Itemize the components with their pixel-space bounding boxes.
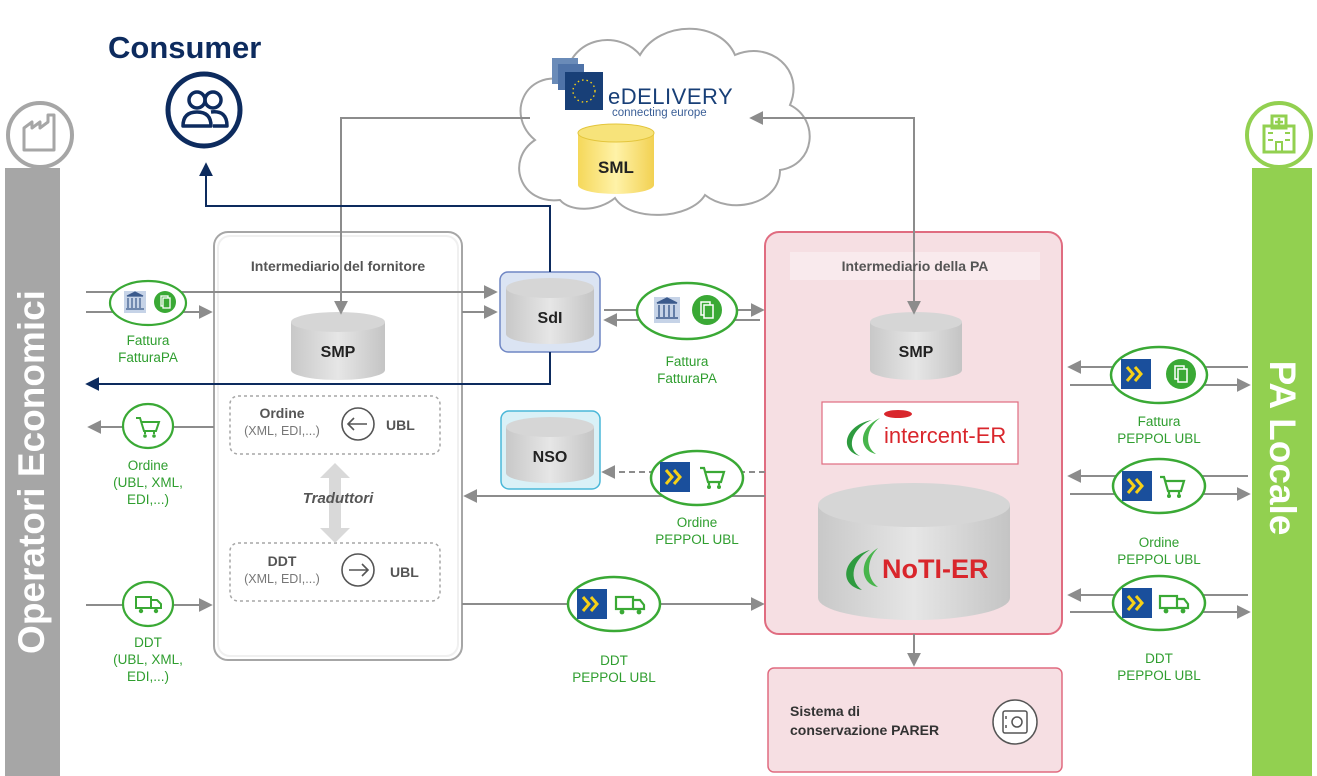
document-icon <box>1166 359 1196 389</box>
edelivery-title: eDELIVERY <box>608 84 734 109</box>
right-ordine-badge <box>1111 457 1207 515</box>
pa-smp-label: SMP <box>898 344 934 361</box>
edelivery-subtitle: connecting europe <box>612 107 707 119</box>
left-ddt-badge <box>121 580 175 628</box>
ddt-title: DDT <box>267 553 297 569</box>
truck-icon <box>1158 594 1190 614</box>
middle-ddt-badge <box>566 575 662 633</box>
middle-ddt-label: DDT PEPPOL UBL <box>572 653 656 685</box>
ordine-formats: (XML, EDI,...) <box>244 424 320 438</box>
arrow-left-icon <box>341 407 375 441</box>
pa-smp-database <box>870 312 962 380</box>
edelivery-cloud <box>518 27 811 216</box>
truck-icon <box>135 596 162 614</box>
nso-label: NSO <box>532 449 568 466</box>
middle-ordine-badge <box>649 449 745 507</box>
right-bar <box>1252 168 1312 776</box>
users-icon <box>165 71 243 149</box>
middle-ordine-label: Ordine PEPPOL UBL <box>655 515 739 547</box>
noti-swoosh-icon <box>846 548 878 590</box>
parer-line1: Sistema di <box>790 703 861 719</box>
sdi-label: SdI <box>537 310 563 327</box>
truck-icon <box>614 595 646 615</box>
middle-fattura-label: Fattura FatturaPA <box>657 354 717 386</box>
left-bar-label: Operatori Economici <box>11 290 52 654</box>
pa-box-title: Intermediario della PA <box>841 258 989 274</box>
ordine-translator-box <box>229 395 441 455</box>
left-fattura-badge <box>108 279 188 327</box>
left-ordine-label: Ordine (UBL, XML, EDI,...) <box>113 458 183 507</box>
right-fattura-badge <box>1109 345 1209 405</box>
intercent-swoosh-icon <box>846 410 912 456</box>
peppol-icon <box>1122 471 1152 501</box>
bank-icon <box>654 297 680 323</box>
noti-logo-text: NoTI-ER <box>882 554 989 584</box>
left-fattura-label: Fattura FatturaPA <box>118 333 178 365</box>
arrow-right-icon <box>341 553 375 587</box>
hospital-icon <box>1245 101 1313 169</box>
peppol-icon <box>660 462 690 492</box>
sml-database <box>577 123 655 194</box>
ordine-ubl: UBL <box>386 417 415 433</box>
parer-box <box>767 667 1063 773</box>
translators-double-arrow <box>320 463 350 543</box>
left-ordine-badge <box>121 402 175 450</box>
cart-icon <box>1160 475 1186 498</box>
ordine-title: Ordine <box>259 405 305 421</box>
factory-icon <box>6 101 74 169</box>
consumer-title: Consumer <box>108 30 262 65</box>
right-bar-label: PA Locale <box>1262 360 1303 536</box>
peppol-icon <box>1121 359 1151 389</box>
sml-label: SML <box>598 158 634 177</box>
document-icon <box>692 295 722 325</box>
ddt-formats: (XML, EDI,...) <box>244 572 320 586</box>
bank-icon <box>124 291 146 313</box>
sdi-database <box>506 278 594 344</box>
supplier-smp-database <box>291 312 385 380</box>
left-bar <box>5 168 60 776</box>
middle-fattura-badge <box>635 281 739 341</box>
noti-er-database <box>818 483 1010 620</box>
ddt-ubl: UBL <box>390 564 419 580</box>
right-ordine-label: Ordine PEPPOL UBL <box>1117 535 1201 567</box>
left-ddt-label: DDT (UBL, XML, EDI,...) <box>113 635 183 684</box>
peppol-icon <box>577 589 607 619</box>
intercent-logo-text: intercent-ER <box>884 423 1007 448</box>
safe-icon <box>992 699 1038 745</box>
right-ddt-badge <box>1111 574 1207 632</box>
supplier-box-title: Intermediario del fornitore <box>250 258 426 274</box>
traduttori-label: Traduttori <box>302 490 374 507</box>
cart-icon <box>700 466 726 489</box>
right-ddt-label: DDT PEPPOL UBL <box>1117 651 1201 683</box>
peppol-icon <box>1122 588 1152 618</box>
document-icon <box>154 291 176 313</box>
sdi-to-operators-line <box>85 352 551 391</box>
sdi-to-consumer-line <box>199 162 551 272</box>
nso-database <box>506 417 594 483</box>
cart-icon <box>136 417 161 438</box>
right-fattura-label: Fattura PEPPOL UBL <box>1117 414 1201 446</box>
eu-stars-icon <box>552 58 603 110</box>
supplier-smp-label: SMP <box>320 344 356 361</box>
parer-line2: conservazione PARER <box>790 722 940 738</box>
